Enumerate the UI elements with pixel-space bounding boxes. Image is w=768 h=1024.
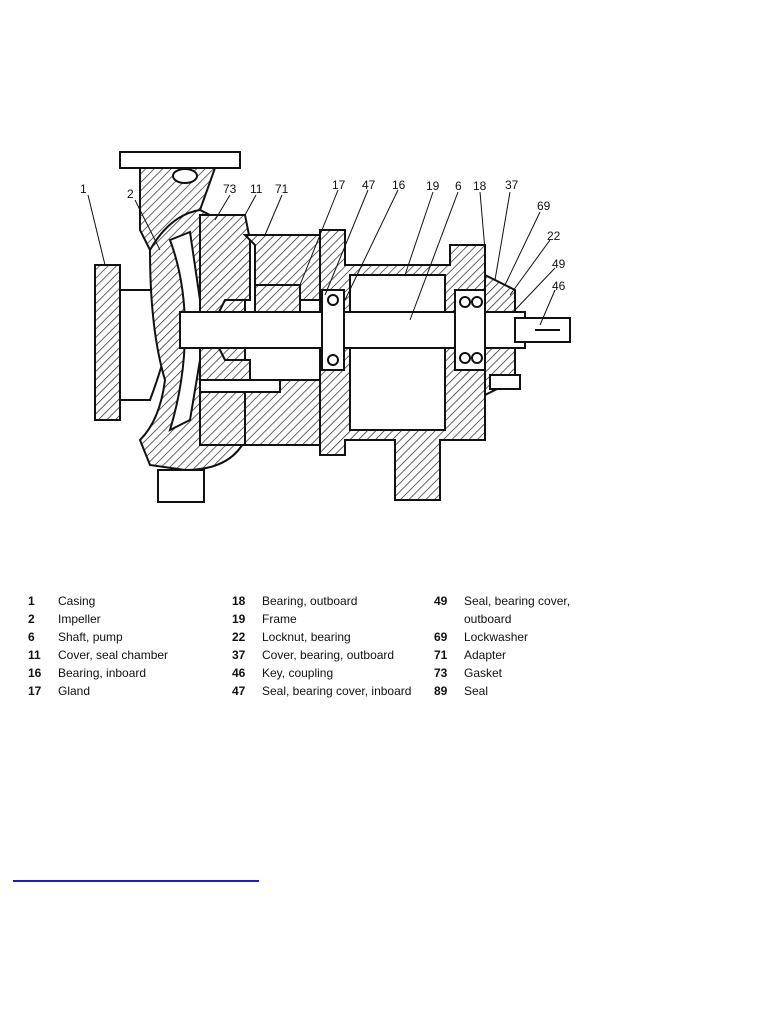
legend-number: 16	[28, 666, 42, 680]
callout-18: 18	[473, 179, 487, 193]
legend-number: 19	[232, 612, 246, 626]
callout-71: 71	[275, 182, 289, 196]
legend-item: 17 Gland	[28, 682, 218, 700]
legend-column-3: 49 Seal, bearing cover, outboard 69 Lockwa…	[434, 592, 634, 700]
legend-item: 18 Bearing, outboard	[232, 592, 432, 610]
legend-number: 11	[28, 648, 41, 662]
legend-number: 73	[434, 666, 448, 680]
blank-hyperlink[interactable]	[13, 866, 259, 882]
legend-number: 49	[434, 594, 448, 608]
legend-label: Bearing, inboard	[58, 666, 147, 680]
callout-1: 1	[80, 182, 87, 196]
callout-11: 11	[250, 182, 263, 196]
legend-label: Seal, bearing cover, outboard	[464, 594, 571, 626]
legend-number: 71	[434, 648, 448, 662]
callout-2: 2	[127, 187, 134, 201]
legend-label: Seal, bearing cover, inboard	[262, 684, 412, 698]
legend-item: 22 Locknut, bearing	[232, 628, 432, 646]
callout-46: 46	[552, 279, 566, 293]
legend-number: 37	[232, 648, 246, 662]
legend-item: 6 Shaft, pump	[28, 628, 218, 646]
pump-drawing	[87, 151, 571, 503]
legend-item: 69 Lockwasher	[434, 628, 634, 646]
legend-label: Locknut, bearing	[262, 630, 351, 644]
legend-number: 2	[28, 612, 35, 626]
legend-column-2: 18 Bearing, outboard 19 Frame 22 Locknut, b…	[232, 592, 432, 700]
legend-label: Cover, bearing, outboard	[262, 648, 395, 662]
legend-item: 89 Seal	[434, 682, 634, 700]
legend-label: Lockwasher	[464, 630, 529, 644]
legend-number: 22	[232, 630, 246, 644]
callout-47: 47	[362, 178, 376, 192]
callout-17: 17	[332, 178, 346, 192]
legend-label: Frame	[262, 612, 297, 626]
legend-item: 49 Seal, bearing cover, outboard	[434, 592, 634, 628]
callout-16: 16	[392, 178, 406, 192]
callout-49: 49	[552, 257, 566, 271]
legend-number: 17	[28, 684, 42, 698]
legend-number: 47	[232, 684, 246, 698]
legend-item: 46 Key, coupling	[232, 664, 432, 682]
legend-label: Cover, seal chamber	[58, 648, 169, 662]
legend-item: 47 Seal, bearing cover, inboard	[232, 682, 432, 700]
legend-label: Impeller	[58, 612, 101, 626]
legend-label: Gasket	[464, 666, 503, 680]
legend-item: 2 Impeller	[28, 610, 218, 628]
callout-37: 37	[505, 178, 519, 192]
legend-item: 19 Frame	[232, 610, 432, 628]
callout-69: 69	[537, 199, 551, 213]
legend-column-1: 1 Casing 2 Impeller 6 Shaft, pump 11 Cover, …	[28, 592, 218, 700]
callout-19: 19	[426, 179, 440, 193]
legend-label: Bearing, outboard	[262, 594, 358, 608]
legend-number: 1	[28, 594, 35, 608]
callout-22: 22	[547, 229, 561, 243]
discharge-flange	[119, 151, 241, 169]
legend-item: 1 Casing	[28, 592, 218, 610]
legend-number: 46	[232, 666, 246, 680]
pump-cross-section-diagram: 1 2 73 11 71 17 47 16 19 6 18 37 69 22 4…	[80, 151, 571, 503]
callout-6: 6	[455, 179, 462, 193]
legend-label: Adapter	[464, 648, 507, 662]
legend-item: 37 Cover, bearing, outboard	[232, 646, 432, 664]
legend-item: 71 Adapter	[434, 646, 634, 664]
legend-item: 73 Gasket	[434, 664, 634, 682]
callout-73: 73	[223, 182, 237, 196]
callout-labels: 1 2 73 11 71 17 47 16 19 6 18 37 69 22 4…	[80, 178, 566, 293]
legend-item: 16 Bearing, inboard	[28, 664, 218, 682]
legend-number: 18	[232, 594, 246, 608]
legend-label: Shaft, pump	[58, 630, 123, 644]
legend-number: 6	[28, 630, 35, 644]
legend-number: 69	[434, 630, 448, 644]
legend-item: 11 Cover, seal chamber	[28, 646, 218, 664]
legend-label: Seal	[464, 684, 489, 698]
legend-label: Casing	[58, 594, 96, 608]
inboard-bearing	[321, 289, 345, 371]
casing-foot	[157, 469, 205, 503]
legend-label: Gland	[58, 684, 91, 698]
legend-number: 89	[434, 684, 448, 698]
legend-label: Key, coupling	[262, 666, 334, 680]
